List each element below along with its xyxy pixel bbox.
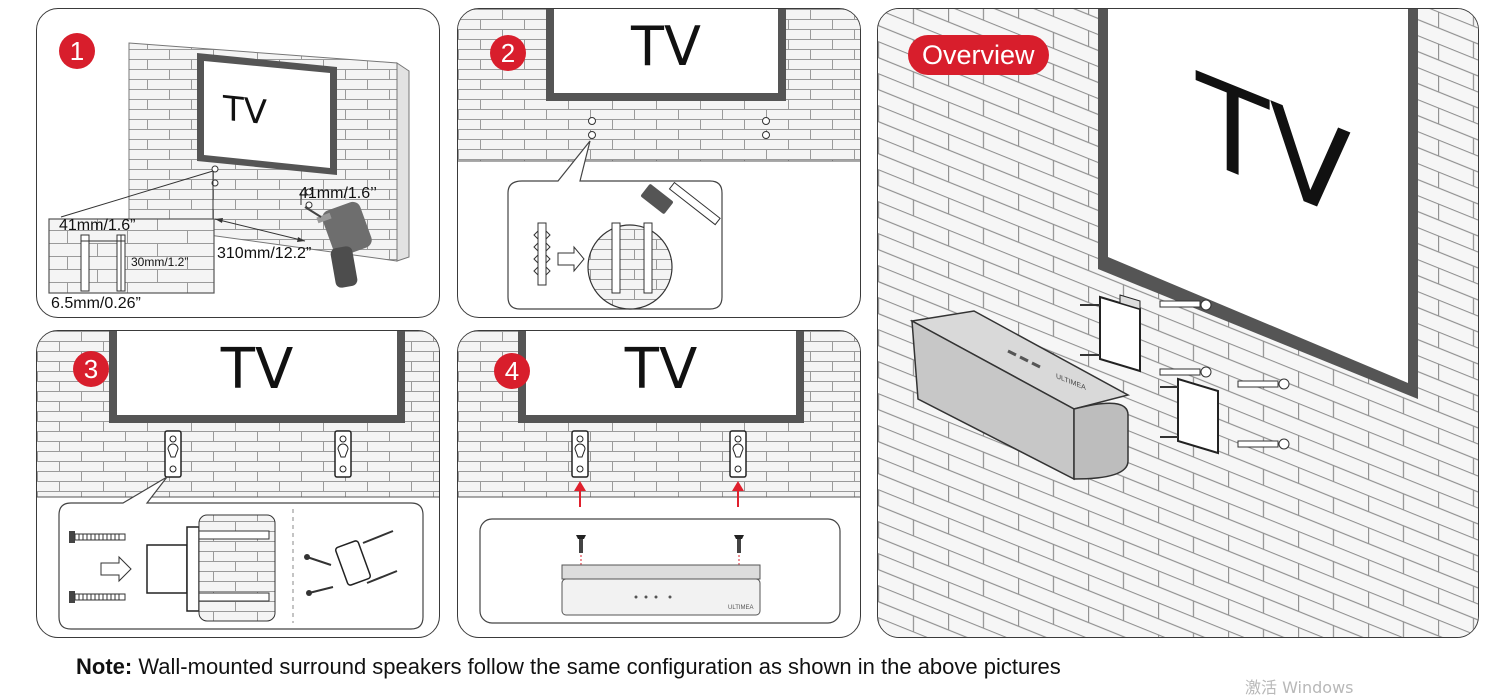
note-text: Wall-mounted surround speakers follow th… <box>132 654 1061 679</box>
note-prefix: Note: <box>76 654 133 679</box>
step-4-panel: 4 TV ULTIMEA <box>457 330 861 638</box>
tv-label: TV <box>220 337 294 402</box>
bracket-exploded-icon <box>304 530 398 596</box>
wall-bracket-icon <box>164 430 182 478</box>
overview-panel: Overview TV ULTIMEA <box>877 8 1479 638</box>
wall-bracket-icon <box>729 430 747 478</box>
screw-icon <box>69 591 126 603</box>
hammer-icon <box>641 181 721 226</box>
step-1-badge: 1 <box>59 33 95 69</box>
step-1-panel: 1 TV 41mm/1.6’’ 310mm/12.2” 41mm/1.6” 30… <box>36 8 440 318</box>
windows-activation-watermark: 激活 Windows <box>1245 678 1354 697</box>
step-3-illustration <box>37 331 439 630</box>
overview-illustration <box>878 9 1478 637</box>
brand-label: ULTIMEA <box>728 605 754 611</box>
step-1-illustration <box>48 42 410 294</box>
overview-badge: Overview <box>908 35 1049 75</box>
tv-label: TV <box>631 15 701 78</box>
soundbar-icon <box>561 564 761 616</box>
wall-bracket-icon <box>1160 377 1290 455</box>
step-3-panel: 3 TV <box>36 330 440 638</box>
step-4-badge: 4 <box>494 353 530 389</box>
step-3-badge: 3 <box>73 351 109 387</box>
footer-note: Note: Wall-mounted surround speakers fol… <box>76 654 1061 680</box>
drill-icon <box>304 201 372 288</box>
tv-label: TV <box>223 88 268 134</box>
wall-bracket-icon <box>334 430 352 478</box>
inset-width-dimension: 41mm/1.6” <box>59 217 136 234</box>
inset-diameter-dimension: 6.5mm/0.26” <box>51 295 141 312</box>
tv-label: TV <box>624 337 698 402</box>
hole-vertical-dimension: 41mm/1.6’’ <box>299 185 377 202</box>
up-arrow-icon <box>574 481 586 507</box>
hole-spacing-dimension: 310mm/12.2” <box>217 245 312 262</box>
soundbar-icon <box>909 310 1131 481</box>
step-2-badge: 2 <box>490 35 526 71</box>
step-2-panel: 2 TV <box>457 8 861 318</box>
wall-bracket-icon <box>1080 294 1212 378</box>
up-arrow-icon <box>732 481 744 507</box>
screw-icon <box>69 531 126 543</box>
inset-depth-dimension: 30mm/1.2” <box>131 255 189 269</box>
step-2-illustration <box>458 9 860 310</box>
wall-anchor-icon <box>533 222 551 286</box>
wall-bracket-icon <box>571 430 589 478</box>
